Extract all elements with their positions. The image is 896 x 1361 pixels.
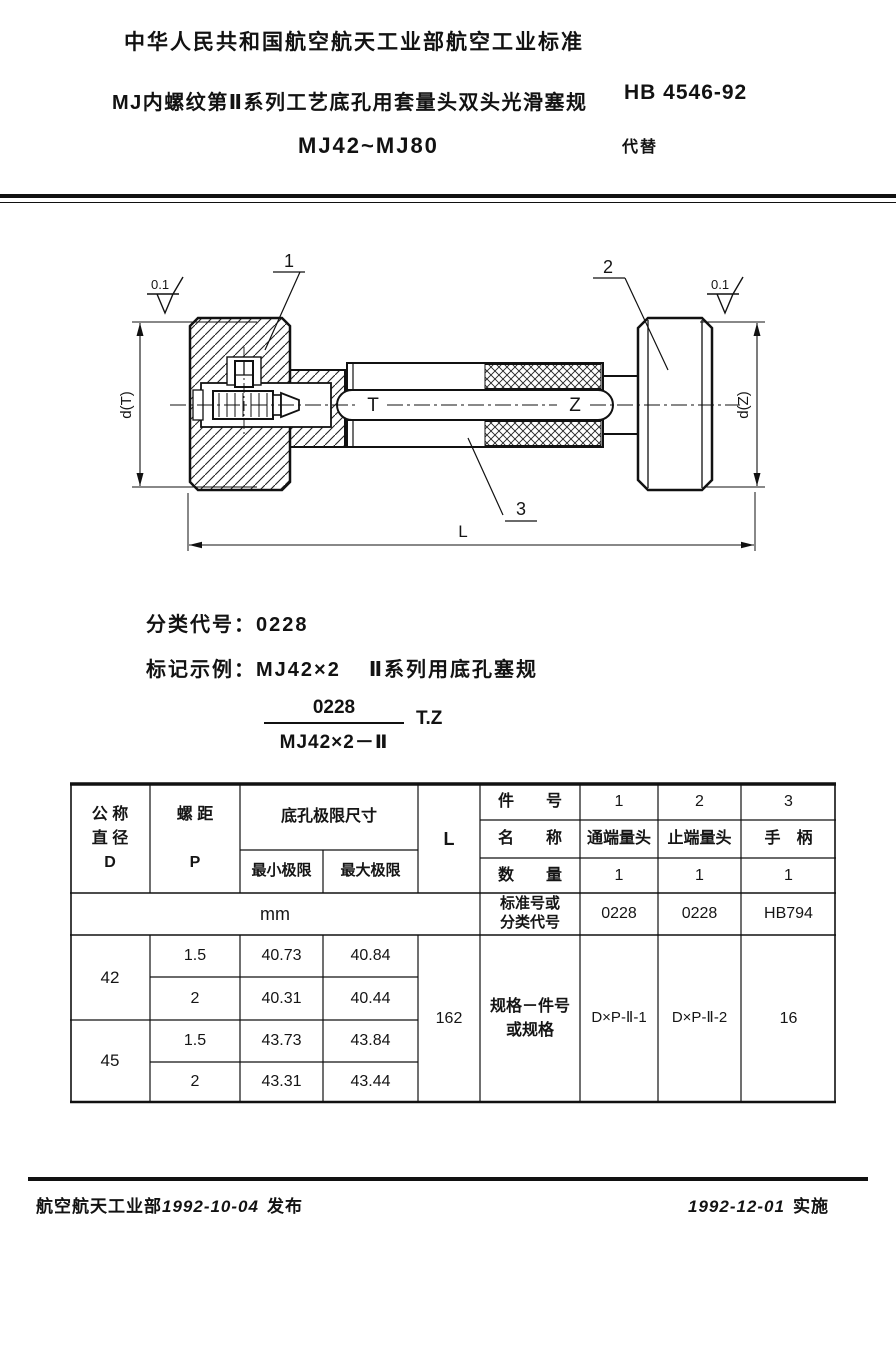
col-header-max-limit: 最大极限 <box>340 862 401 880</box>
dZ-extension-lines <box>700 321 765 488</box>
row-header-qty: 数 量 <box>497 866 562 884</box>
diameter-45: 45 <box>100 1051 120 1071</box>
example-label: 标记示例：MJ42×2 <box>146 659 341 681</box>
part2-code: 0228 <box>681 905 718 922</box>
length-value: 162 <box>435 1009 463 1027</box>
col-header-hole-limits: 底孔极限尺寸 <box>280 808 377 825</box>
roughness-right-symbol <box>707 276 744 315</box>
min-45-15: 43.73 <box>261 1032 302 1049</box>
pitch-42-15: 1.5 <box>183 947 207 964</box>
class-code-label: 分类代号： <box>146 614 256 636</box>
row-header-part-no: 件 号 <box>497 793 562 810</box>
class-code-value: 0228 <box>256 614 309 636</box>
footer-effective-line: 1992-12-01 实施 <box>688 1192 829 1217</box>
footer-effective-label: 实施 <box>792 1197 829 1216</box>
footer-issue-line: 航空航天工业部1992-10-04 发布 <box>36 1192 303 1217</box>
class-code-line: 分类代号：0228 <box>146 608 309 637</box>
part1-code: 0228 <box>601 905 637 922</box>
part3-qty: 1 <box>784 866 793 884</box>
min-42-15: 40.73 <box>261 947 302 964</box>
max-45-15: 43.84 <box>350 1032 391 1049</box>
col-header-nominal-diameter: 公 称 直 径 D <box>91 806 129 871</box>
footer-effective-date: 1992-12-01 <box>688 1197 785 1216</box>
min-42-2: 40.31 <box>261 989 302 1007</box>
col-header-min-limit: 最小极限 <box>251 862 312 880</box>
fraction-numerator: 0228 <box>264 697 404 724</box>
nogo-gauge-head <box>636 316 714 492</box>
part2-spec: D×P-Ⅱ-2 <box>671 1009 728 1027</box>
nogo-side-label: Z <box>569 395 581 416</box>
unit-cell: mm <box>260 903 290 924</box>
diameter-42: 42 <box>100 967 120 987</box>
fraction-denominator: MJ42×2－Ⅱ <box>279 732 389 753</box>
nogo-head-chamfer-lines <box>647 320 703 488</box>
header-rule-thick <box>0 194 896 198</box>
min-45-2: 43.31 <box>261 1073 302 1090</box>
footer-issuer: 航空航天工业部 <box>36 1197 162 1216</box>
standard-org-line: 中华人民共和国航空航天工业部航空工业标准 <box>124 31 584 54</box>
designation-fraction: 0228 MJ42×2－Ⅱ <box>264 697 404 754</box>
size-range: MJ42~MJ80 <box>298 133 439 158</box>
part1-qty: 1 <box>614 866 624 884</box>
pitch-45-15: 1.5 <box>183 1032 207 1049</box>
pitch-45-2: 2 <box>190 1073 200 1090</box>
dT-extension-lines <box>132 321 257 488</box>
dT-dim-label: d(T) <box>118 391 135 419</box>
marking-example-line: 标记示例：MJ42×2 Ⅱ系列用底孔塞规 <box>146 653 538 682</box>
part1-no: 1 <box>614 793 624 810</box>
dimension-table: 公 称 直 径 D 螺 距 P 底孔极限尺寸 最小极限 最大极限 L mm 件 … <box>70 782 836 1104</box>
L-dim-label: L <box>458 522 467 541</box>
part3-no: 3 <box>784 793 793 810</box>
fraction-suffix: T.Z <box>416 708 443 729</box>
callout-2: 2 <box>603 257 613 277</box>
part1-spec: D×P-Ⅱ-1 <box>591 1009 647 1027</box>
callout-1: 1 <box>284 251 294 271</box>
max-45-2: 43.44 <box>350 1073 391 1090</box>
part3-name: 手 柄 <box>764 830 813 847</box>
roughness-right-value: 0.1 <box>711 277 729 292</box>
part2-name: 止端量头 <box>667 830 732 847</box>
col-header-length: L <box>443 828 455 849</box>
max-42-2: 40.44 <box>350 989 391 1007</box>
part3-spec: 16 <box>779 1009 798 1027</box>
table-grid-lines <box>70 782 836 1104</box>
callout-3-leader <box>467 437 537 522</box>
document-title: MJ内螺纹第Ⅱ系列工艺底孔用套量头双头光滑塞规 <box>112 92 588 114</box>
L-extension-lines <box>187 492 756 551</box>
callout-1-leader <box>264 271 305 351</box>
pitch-42-2: 2 <box>190 989 200 1007</box>
max-42-15: 40.84 <box>350 947 391 964</box>
knurl-top <box>484 364 602 389</box>
row-header-spec-or-partno: 规格－件号 或规格 <box>489 997 570 1039</box>
roughness-left-value: 0.1 <box>151 277 169 292</box>
part3-code: HB794 <box>764 905 813 922</box>
callout-2-leader <box>593 277 669 371</box>
go-side-label: T <box>367 395 379 416</box>
footer-issue-label: 发布 <box>266 1197 303 1216</box>
standard-number: HB 4546-92 <box>624 81 748 104</box>
dZ-dim-label: d(Z) <box>735 391 752 419</box>
knurl-bottom <box>484 421 602 446</box>
part2-qty: 1 <box>695 866 704 884</box>
part1-name: 通端量头 <box>586 830 651 847</box>
col-header-pitch: 螺 距 P <box>176 806 214 871</box>
supersedes-label: 代替 <box>622 139 659 156</box>
example-description: Ⅱ系列用底孔塞规 <box>368 659 539 681</box>
footer-issue-date: 1992-10-04 <box>162 1197 259 1216</box>
part2-no: 2 <box>695 793 704 810</box>
footer-rule <box>28 1177 868 1181</box>
technical-drawing: T Z d(T) 0.1 d(Z) 0.1 L 1 2 3 <box>118 251 765 551</box>
callout-3: 3 <box>516 499 526 519</box>
header-rule-thin <box>0 202 896 203</box>
row-header-std-or-class: 标准号或 分类代号 <box>499 895 560 931</box>
row-header-name: 名 称 <box>497 830 562 847</box>
roughness-left-symbol <box>147 276 184 315</box>
